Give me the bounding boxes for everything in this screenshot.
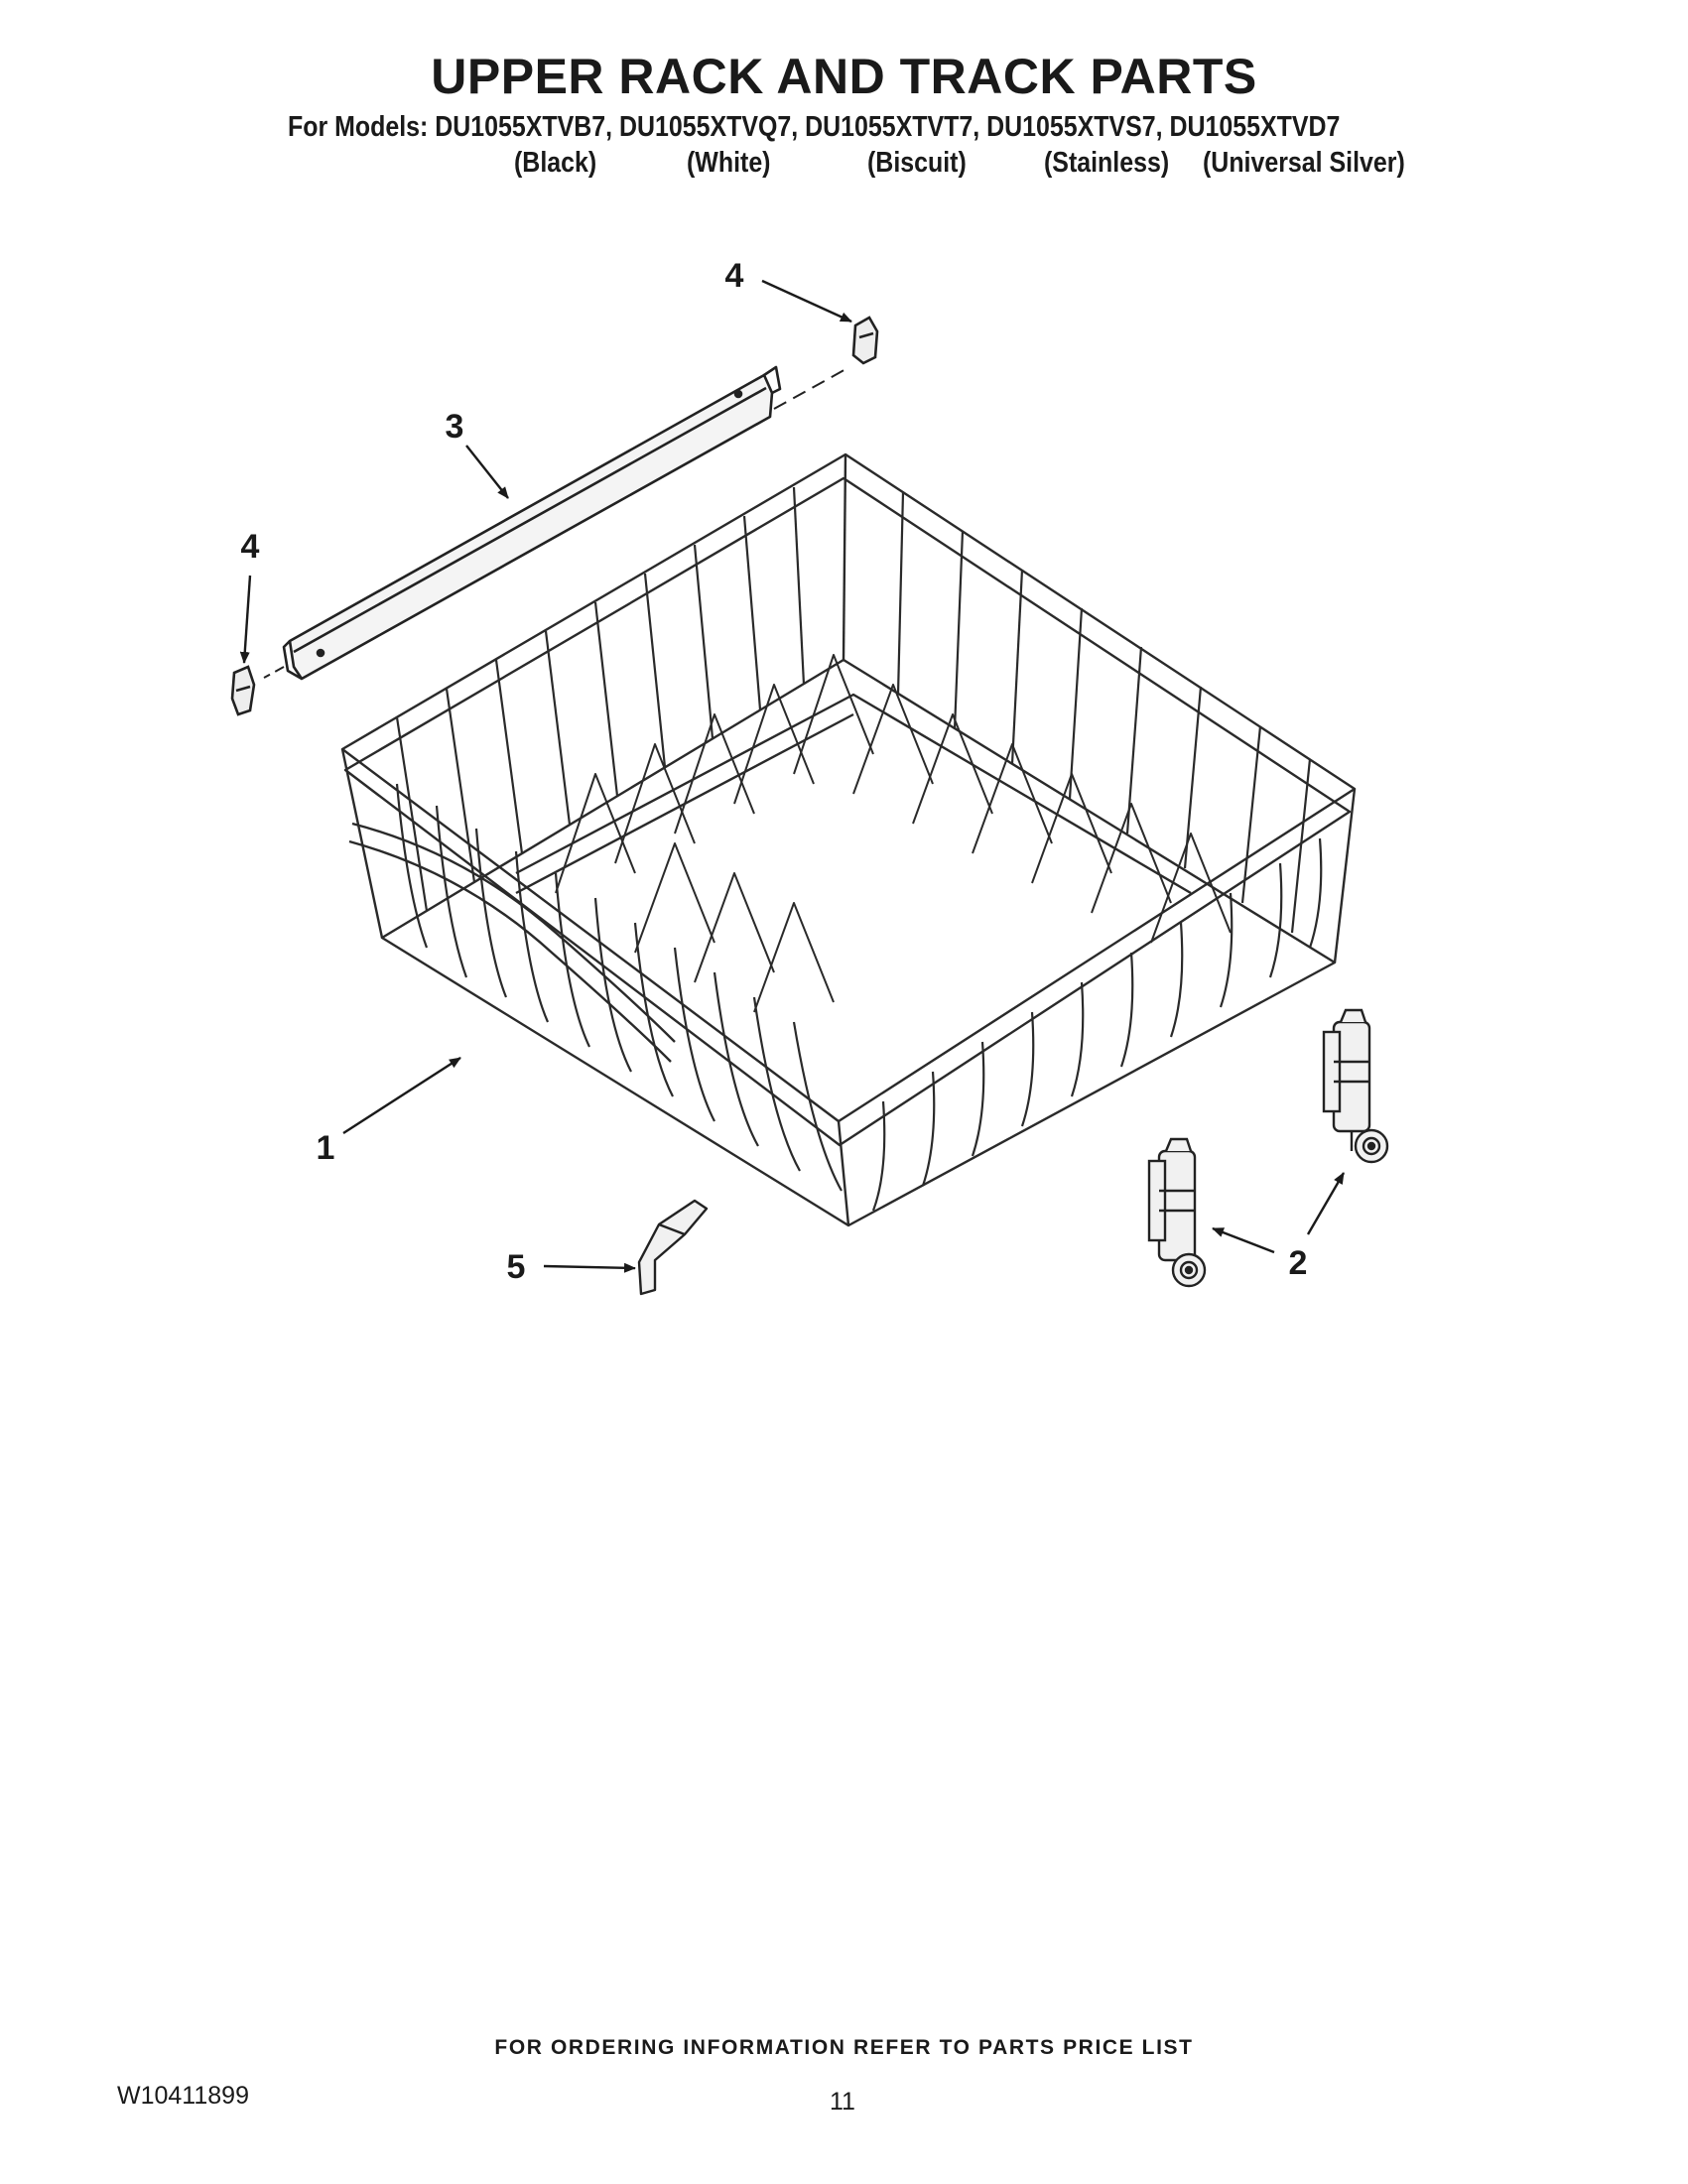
callout-4-right: 4 [725, 257, 744, 295]
leader-4-left [239, 575, 252, 664]
wheel-assembly-rear [1322, 1008, 1389, 1164]
track-dash-right [773, 366, 850, 410]
variant-universal-silver: (Universal Silver) [1203, 147, 1405, 179]
end-cap-left [230, 665, 256, 716]
variant-black: (Black) [514, 147, 597, 179]
variant-biscuit: (Biscuit) [867, 147, 967, 179]
callout-2: 2 [1289, 1244, 1308, 1282]
leader-5 [543, 1262, 636, 1273]
page-title: UPPER RACK AND TRACK PARTS [431, 49, 1257, 104]
callout-4-left: 4 [241, 528, 260, 566]
variant-stainless: (Stainless) [1044, 147, 1170, 179]
leader-2-front [1212, 1226, 1275, 1254]
track-dash-left [263, 666, 285, 679]
document-number: W10411899 [117, 2082, 249, 2110]
leader-3 [465, 445, 509, 499]
page-number: 11 [830, 2088, 855, 2116]
track-rail [282, 365, 782, 681]
callout-5: 5 [507, 1248, 526, 1286]
rack-clip [637, 1199, 709, 1296]
ordering-note: FOR ORDERING INFORMATION REFER TO PARTS … [494, 2036, 1194, 2059]
callout-1: 1 [317, 1129, 335, 1167]
models-line: For Models: DU1055XTVB7, DU1055XTVQ7, DU… [288, 111, 1341, 143]
upper-rack [340, 452, 1357, 1227]
leader-4-right [761, 279, 852, 323]
leader-2-rear [1306, 1172, 1346, 1235]
variant-white: (White) [687, 147, 771, 179]
end-cap-right [851, 316, 879, 365]
leader-1 [342, 1056, 461, 1135]
callout-3: 3 [446, 408, 464, 446]
wheel-assembly-front [1147, 1137, 1207, 1288]
